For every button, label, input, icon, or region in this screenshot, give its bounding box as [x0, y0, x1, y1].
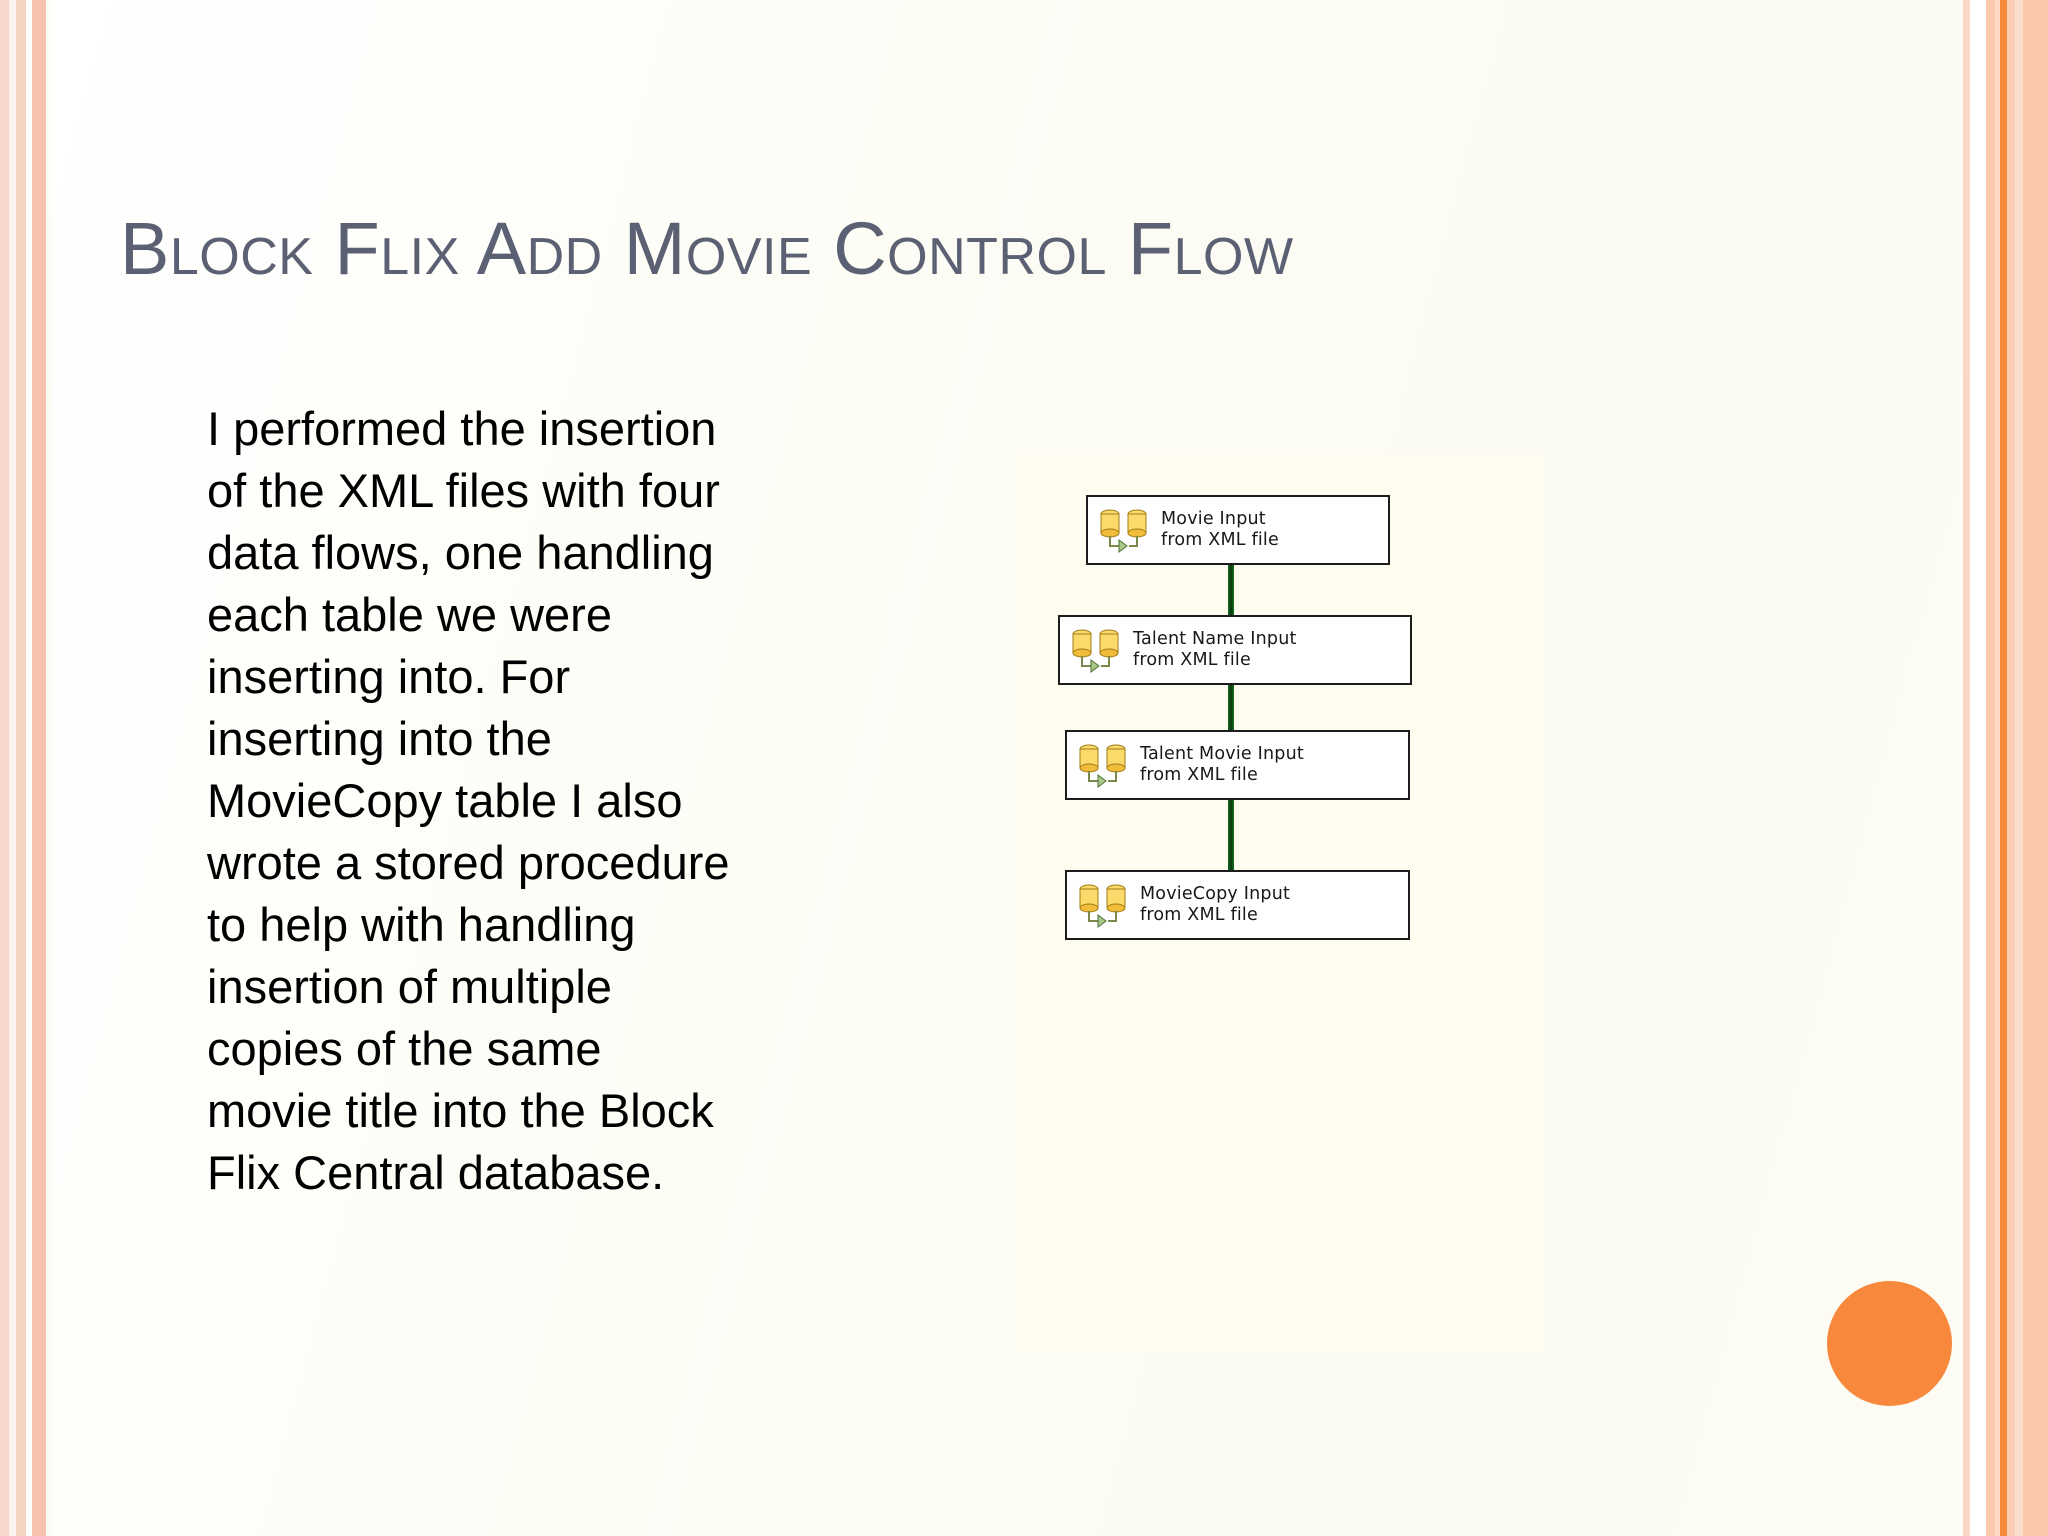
data-flow-task-icon [1069, 625, 1125, 675]
accent-circle [1827, 1281, 1952, 1406]
data-flow-task-icon [1097, 505, 1153, 555]
right-border-stripe-2 [1970, 0, 1986, 1536]
left-border-stripe-5 [32, 0, 46, 1536]
slide-body-text: I performed the insertion of the XML fil… [207, 402, 730, 1199]
right-border-stripe-5 [2000, 0, 2007, 1536]
left-border-stripe-6 [46, 0, 52, 1536]
data-flow-task-icon [1076, 880, 1132, 930]
data-flow-task-icon [1076, 740, 1132, 790]
right-border-stripe-7 [2015, 0, 2023, 1536]
slide-title: Block Flix Add Movie Control Flow [120, 207, 1294, 290]
right-border-stripe-8 [2023, 0, 2048, 1536]
right-border-stripe-3 [1986, 0, 1995, 1536]
left-border-stripe-4 [26, 0, 32, 1536]
left-border-stripe-3 [16, 0, 26, 1536]
right-border-stripe-4 [1995, 0, 2000, 1536]
right-border-stripe-6 [2007, 0, 2015, 1536]
right-border-stripe-1 [1963, 0, 1970, 1536]
left-border-stripe-1 [0, 0, 9, 1536]
left-border-stripe-2 [9, 0, 16, 1536]
